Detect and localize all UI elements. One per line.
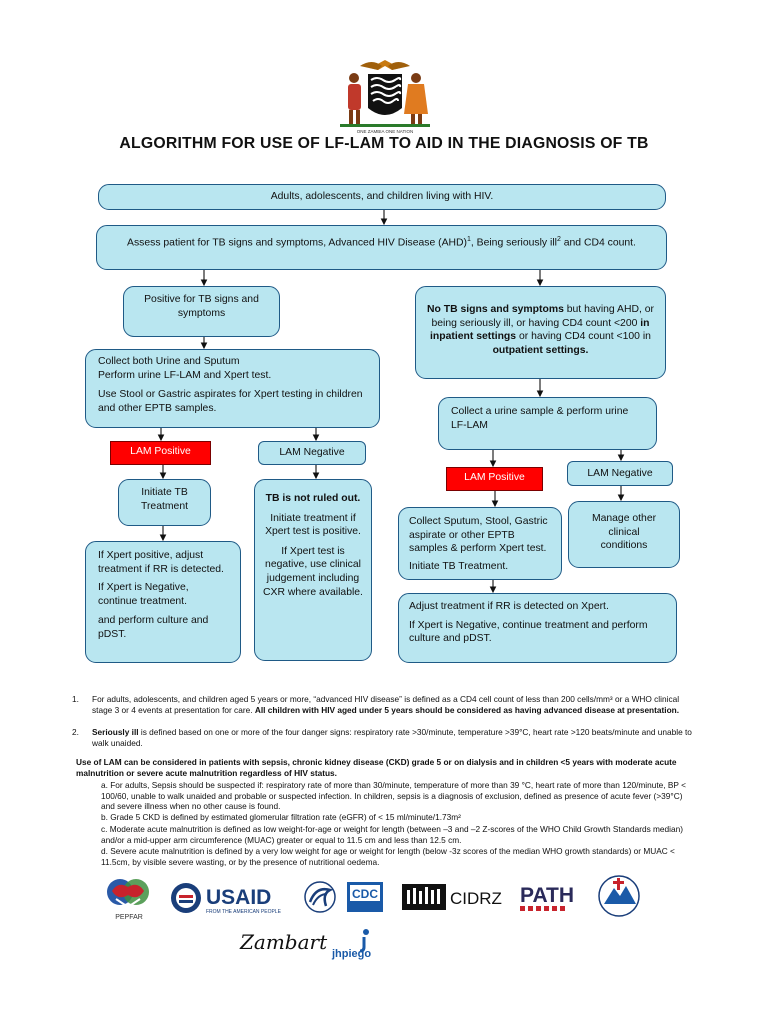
zambart-label: Zambart (240, 930, 328, 954)
hhs-logo (304, 881, 336, 913)
not-ruled-out-heading: TB is not ruled out. (265, 493, 361, 504)
footnote-2-number: 2. (72, 727, 79, 737)
xpert-positive-p1: If Xpert positive, adjust treatment if R… (98, 550, 224, 575)
not-ruled-out-p2: If Xpert test is negative, use clinical … (263, 545, 363, 598)
collect-sputum-box: Collect Sputum, Stool, Gastric aspirate … (398, 507, 562, 580)
cidrz-label: CIDRZ (450, 889, 502, 908)
eagle-icon (360, 60, 410, 70)
footnote-ref-1: 1 (466, 236, 471, 243)
lam-positive-badge-right: LAM Positive (446, 467, 543, 491)
footnote-2-bold: Seriously ill (92, 727, 139, 737)
flow-connectors (157, 210, 625, 594)
usaid-tagline: FROM THE AMERICAN PEOPLE (206, 909, 282, 915)
lam-negative-box-right: LAM Negative (567, 461, 673, 486)
usaid-logo: USAID FROM THE AMERICAN PEOPLE (171, 883, 282, 915)
no-signs-box: No TB signs and symptoms but having AHD,… (415, 286, 666, 379)
collect-sputum-p1: Collect Sputum, Stool, Gastric aspirate … (409, 516, 548, 555)
coat-of-arms-motto: ONE ZAMBIA ONE NATION (357, 129, 413, 134)
no-signs-bold: No TB signs and symptoms (427, 304, 564, 315)
lam-positive-label: LAM Positive (464, 472, 525, 483)
pepfar-label: PEPFAR (115, 914, 143, 921)
initiate-tb-box: Initiate TB Treatment (118, 479, 211, 526)
xpert-positive-p3: and perform culture and pDST. (98, 615, 209, 640)
positive-signs-text: Positive for TB signs and symptoms (144, 294, 259, 319)
collect-urine-box: Collect a urine sample & perform urine L… (438, 397, 657, 450)
not-ruled-out-p1: Initiate treatment if Xpert test is posi… (265, 512, 361, 538)
figure-left-icon (348, 73, 361, 124)
note-b-text: b. Grade 5 CKD is defined by estimated g… (101, 812, 461, 822)
path-label: PATH (520, 884, 574, 907)
lam-negative-label: LAM Negative (279, 447, 345, 458)
note-c: c. Moderate acute malnutrition is define… (101, 824, 695, 845)
positive-signs-box: Positive for TB signs and symptoms (123, 286, 280, 337)
pepfar-logo: PEPFAR (107, 879, 149, 921)
church-health-seal-logo (598, 875, 640, 917)
xpert-positive-p2: If Xpert is Negative, continue treatment… (98, 582, 189, 607)
assess-text: Assess patient for TB signs and symptoms… (127, 237, 467, 249)
lam-negative-box-left: LAM Negative (258, 441, 366, 465)
collect-both-box: Collect both Urine and Sputum Perform ur… (85, 349, 380, 428)
collect-both-line1: Collect both Urine and Sputum (98, 356, 240, 367)
initiate-tb-text: Initiate TB Treatment (141, 487, 188, 512)
zambart-logo: Zambart (240, 930, 327, 958)
assess-box: Assess patient for TB signs and symptoms… (96, 225, 667, 270)
footnote-1: 1. For adults, adolescents, and children… (72, 694, 696, 715)
note-d: d. Severe acute malnutrition is defined … (101, 846, 695, 867)
path-logo: PATH (520, 884, 574, 911)
footnote-ref-2: 2 (556, 236, 561, 243)
population-box: Adults, adolescents, and children living… (98, 184, 666, 210)
collect-sputum-p2: Initiate TB Treatment. (409, 560, 509, 572)
population-text: Adults, adolescents, and children living… (270, 191, 494, 202)
jhpiego-label: jhpiego (331, 948, 371, 960)
inpatient-text: in inpatient settings (430, 317, 650, 343)
no-signs-text: but having AHD, or being seriously ill, … (431, 304, 654, 329)
note-d-text: d. Severe acute malnutrition is defined … (101, 846, 675, 867)
adjust-rr-p1: Adjust treatment if RR is detected on Xp… (409, 601, 609, 612)
lam-use-note: Use of LAM can be considered in patients… (76, 757, 698, 778)
manage-other-text: Manage other clinical conditions (591, 513, 657, 552)
cdc-logo: CDC (347, 882, 383, 912)
no-signs-text-2: or having CD4 count <100 in (516, 331, 651, 343)
note-a: a. For adults, Sepsis should be suspecte… (101, 780, 695, 812)
assess-text-mid: , Being seriously ill (470, 237, 557, 249)
collect-both-line3: Use Stool or Gastric aspirates for Xpert… (98, 389, 363, 414)
page-title: ALGORITHM FOR USE OF LF-LAM TO AID IN TH… (119, 135, 649, 152)
footnote-1-number: 1. (72, 694, 79, 704)
assess-text-end: and CD4 count. (560, 237, 636, 249)
cdc-label: CDC (352, 887, 378, 901)
lam-positive-badge-left: LAM Positive (110, 441, 211, 465)
collect-both-line2: Perform urine LF-LAM and Xpert test. (98, 369, 272, 381)
outpatient-text: outpatient settings. (492, 344, 589, 356)
lam-negative-label: LAM Negative (587, 468, 653, 479)
not-ruled-out-box: TB is not ruled out. Initiate treatment … (254, 479, 372, 661)
footnote-2: 2. Seriously ill is defined based on one… (72, 727, 696, 748)
usaid-label: USAID (206, 886, 271, 909)
footnote-1-text: For adults, adolescents, and children ag… (92, 694, 680, 715)
manage-other-box: Manage other clinical conditions (568, 501, 680, 568)
note-a-text: a. For adults, Sepsis should be suspecte… (101, 780, 686, 812)
figure-right-icon (404, 73, 428, 124)
jhpiego-logo: jhpiego (331, 929, 371, 960)
cidrz-logo: CIDRZ (402, 884, 502, 910)
adjust-rr-p2: If Xpert is Negative, continue treatment… (409, 619, 648, 645)
footnote-2-text: is defined based on one or more of the f… (92, 727, 692, 748)
shield-icon (368, 74, 402, 115)
note-c-text: c. Moderate acute malnutrition is define… (101, 824, 683, 845)
lam-positive-label: LAM Positive (130, 446, 191, 457)
footnote-1-bold: All children with HIV aged under 5 years… (254, 704, 680, 715)
adjust-rr-box: Adjust treatment if RR is detected on Xp… (398, 593, 677, 663)
lam-use-text: Use of LAM can be considered in patients… (76, 757, 677, 778)
xpert-positive-box: If Xpert positive, adjust treatment if R… (85, 541, 241, 663)
note-b: b. Grade 5 CKD is defined by estimated g… (101, 812, 695, 823)
collect-urine-text: Collect a urine sample & perform urine L… (451, 406, 629, 431)
zambia-coat-of-arms: ONE ZAMBIA ONE NATION (340, 60, 430, 134)
